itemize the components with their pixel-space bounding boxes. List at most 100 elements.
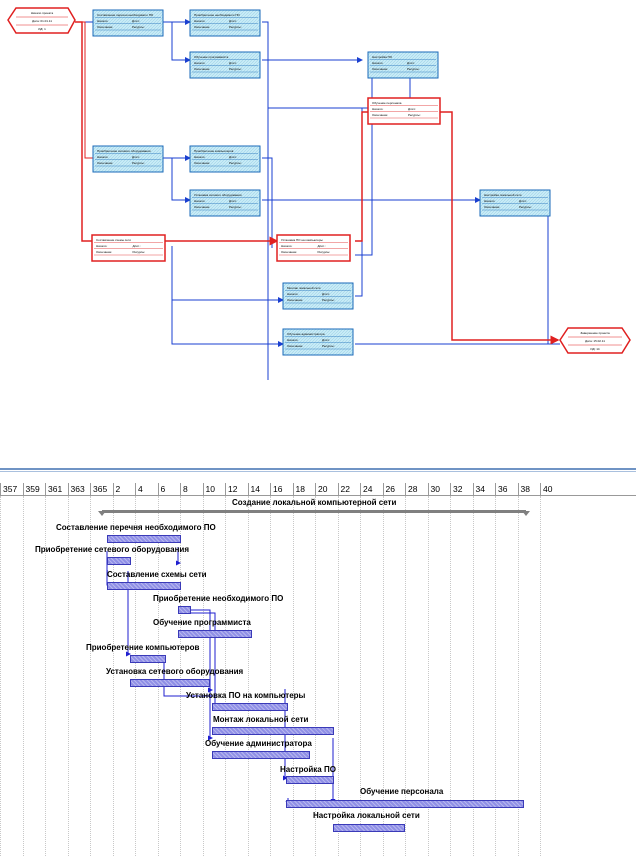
timescale-tick: 16 [270, 483, 293, 495]
svg-text:Ресурсы:: Ресурсы: [229, 25, 242, 29]
svg-text:Ресурсы:: Ресурсы: [318, 250, 331, 254]
grid-line [67, 496, 69, 856]
network-node-n10[interactable]: Составление схемы сетиНачало:Длит.:Оконч… [91, 234, 166, 262]
svg-text:Окончание:: Окончание: [372, 67, 388, 71]
svg-text:Длит.:: Длит.: [318, 244, 326, 248]
gantt-top-border-inner [0, 471, 636, 472]
task-label: Настройка ПО [280, 765, 336, 774]
network-node-title: Настройка ПО [372, 55, 393, 59]
network-node-title: Составление схемы сети [96, 238, 131, 242]
network-node-n3[interactable]: Обучение программистаНачало:Длит.:Оконча… [189, 51, 261, 79]
timescale-tick: 26 [382, 483, 406, 495]
grid-line [112, 496, 114, 856]
grid-line [45, 496, 46, 856]
task-bar[interactable] [130, 655, 166, 663]
svg-text:Длит.:: Длит.: [132, 19, 140, 23]
svg-text:Длит.:: Длит.: [229, 19, 237, 23]
task-bar[interactable] [286, 800, 524, 808]
task-bar[interactable] [107, 535, 181, 543]
timescale-tick: 363 [67, 483, 91, 495]
svg-text:Начало:: Начало: [484, 199, 495, 203]
svg-text:Начало:: Начало: [287, 338, 298, 342]
svg-text:Начало:: Начало: [372, 61, 383, 65]
timescale-tick: 357 [0, 483, 23, 495]
network-node-n1[interactable]: Составление перечня необходимого ПОНачал… [92, 9, 164, 37]
network-node-n4[interactable]: Настройка ПО Начало: Длит.: Окончание: Ресур… [367, 51, 439, 79]
grid-line [247, 496, 249, 856]
timescale-tick: 32 [450, 483, 473, 495]
task-bar[interactable] [212, 751, 310, 759]
task-bar[interactable] [178, 630, 252, 638]
network-node-title: Приобретение сетевого оборудования [97, 149, 151, 153]
svg-text:Начало:: Начало: [97, 19, 108, 23]
grid-line [157, 496, 159, 856]
svg-text:Окончание:: Окончание: [194, 25, 210, 29]
timescale-tick: 24 [360, 483, 383, 495]
task-label: Приобретение необходимого ПО [153, 594, 284, 603]
grid-line [90, 496, 91, 856]
svg-text:Ресурсы:: Ресурсы: [407, 67, 420, 71]
network-node-n6[interactable]: Приобретение сетевого оборудованияНачало… [92, 145, 164, 173]
grid-line [427, 496, 429, 856]
network-node-n7[interactable]: Приобретение компьютеровНачало:Длит.:Око… [189, 145, 261, 173]
svg-text:Длит.:: Длит.: [322, 338, 330, 342]
timescale-tick: 40 [540, 483, 563, 495]
svg-text:Начало:: Начало: [372, 107, 383, 111]
network-node-title: Установка ПО на компьютеры [281, 238, 323, 242]
summary-cap [98, 511, 106, 516]
svg-text:Ресурсы:: Ресурсы: [133, 250, 146, 254]
network-node-n9[interactable]: Настройка локальной сетиНачало:Длит.:Око… [479, 189, 551, 217]
timescale-tick: 30 [427, 483, 451, 495]
network-node-title: Установка сетевого оборудования [194, 193, 242, 197]
network-node-title: Обучение персонала [372, 101, 402, 105]
start-milestone-title: Начало проекта [31, 11, 54, 15]
summary-task-bar[interactable] [102, 510, 526, 513]
timescale-tick: 38 [517, 483, 541, 495]
timescale-tick: 6 [157, 483, 181, 495]
svg-text:Начало:: Начало: [287, 292, 298, 296]
svg-text:Окончание:: Окончание: [97, 161, 113, 165]
svg-text:Ресурсы:: Ресурсы: [408, 113, 421, 117]
start-milestone[interactable]: Начало проекта Дата: 01.01.11 ИД: 1 [7, 7, 76, 34]
svg-text:Начало:: Начало: [194, 61, 205, 65]
task-label: Составление схемы сети [107, 570, 207, 579]
task-bar[interactable] [212, 727, 334, 735]
network-node-n5[interactable]: Обучение персоналаНачало:Длит.:Окончание… [367, 97, 441, 125]
network-node-n8[interactable]: Установка сетевого оборудованияНачало:Дл… [189, 189, 261, 217]
svg-text:Ресурсы:: Ресурсы: [229, 205, 242, 209]
timescale-tick: 12 [225, 483, 248, 495]
grid-line [135, 496, 136, 856]
task-bar[interactable] [286, 776, 334, 784]
svg-text:Окончание:: Окончание: [194, 67, 210, 71]
svg-text:Ресурсы:: Ресурсы: [229, 161, 242, 165]
task-bar[interactable] [178, 606, 191, 614]
grid-line [382, 496, 384, 856]
svg-text:Окончание:: Окончание: [287, 344, 303, 348]
task-label: Приобретение компьютеров [86, 643, 200, 652]
svg-text:Длит.:: Длит.: [407, 61, 415, 65]
timescale-tick: 359 [22, 483, 46, 495]
timescale-tick: 2 [112, 483, 136, 495]
task-bar[interactable] [107, 557, 131, 565]
svg-text:Окончание:: Окончание: [194, 161, 210, 165]
task-bar[interactable] [107, 582, 181, 590]
network-node-title: Настройка локальной сети [484, 193, 522, 197]
network-node-n12[interactable]: Монтаж локальной сетиНачало:Длит.:Оконча… [282, 282, 354, 310]
task-bar[interactable] [130, 679, 210, 687]
task-bar[interactable] [333, 824, 405, 832]
grid-line [450, 496, 451, 856]
network-node-title: Обучение администратора [287, 332, 325, 336]
svg-text:Начало:: Начало: [194, 155, 205, 159]
timescale-tick: 34 [472, 483, 496, 495]
network-node-n11[interactable]: Установка ПО на компьютерыНачало:Длит.:О… [276, 234, 351, 262]
task-bar[interactable] [212, 703, 288, 711]
svg-text:Длит.:: Длит.: [229, 155, 237, 159]
svg-text:Окончание:: Окончание: [194, 205, 210, 209]
summary-task-label: Создание локальной компьютерной сети [232, 498, 397, 507]
timescale-tick: 8 [180, 483, 203, 495]
svg-text:Дата: 15.02.11: Дата: 15.02.11 [585, 339, 605, 343]
end-milestone[interactable]: Завершение проекта Дата: 15.02.11 ИД: 14 [559, 327, 631, 354]
network-node-n2[interactable]: Приобретение необходимого ПОНачало:Длит.… [189, 9, 261, 37]
